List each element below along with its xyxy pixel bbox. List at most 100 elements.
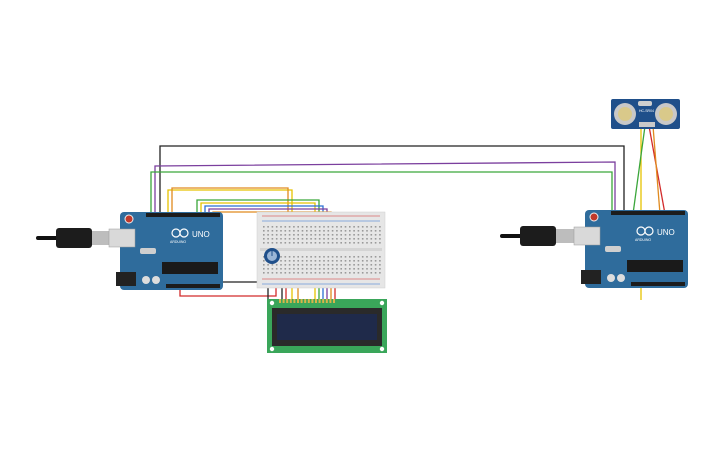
breadboard-hole <box>327 272 330 274</box>
lcd-display[interactable] <box>267 299 387 353</box>
breadboard-hole <box>353 256 355 258</box>
breadboard-hole <box>357 272 360 274</box>
breadboard-hole <box>280 242 282 244</box>
breadboard-hole <box>267 264 269 266</box>
arduino-left[interactable]: UNO ARDUINO <box>108 212 223 290</box>
arduino-right[interactable]: UNO ARDUINO <box>573 210 688 288</box>
breadboard-hole <box>327 260 330 262</box>
breadboard-hole <box>275 234 278 236</box>
wire-orange-sensor[interactable] <box>652 125 661 215</box>
wire-orange-lcd[interactable] <box>171 187 289 232</box>
lcd-mount-hole-tr <box>379 300 385 306</box>
breadboard-hole <box>297 268 299 270</box>
breadboard-hole <box>284 268 287 270</box>
breadboard-hole <box>366 230 368 232</box>
breadboard-hole <box>357 230 360 232</box>
breadboard-hole <box>323 242 325 244</box>
breadboard-hole <box>340 234 342 236</box>
breadboard-hole <box>288 242 291 244</box>
breadboard-hole <box>306 234 308 236</box>
breadboard-hole <box>306 256 308 258</box>
breadboard-hole <box>374 238 377 240</box>
breadboard-hole <box>336 264 338 266</box>
usb-cable-right-cord <box>500 234 522 238</box>
breadboard-hole <box>297 230 299 232</box>
breadboard-hole <box>306 226 308 228</box>
arduino-right-brand-text: ARDUINO <box>635 238 651 242</box>
breadboard-hole <box>361 256 364 258</box>
breadboard-hole <box>340 238 342 240</box>
breadboard-hole <box>263 272 265 274</box>
breadboard-hole <box>349 234 351 236</box>
breadboard-hole <box>374 268 377 270</box>
breadboard-hole <box>284 238 287 240</box>
breadboard-hole <box>361 268 364 270</box>
breadboard-hole <box>306 272 308 274</box>
breadboard-hole <box>353 238 355 240</box>
breadboard-hole <box>323 234 325 236</box>
wire-green-sensor[interactable] <box>632 125 646 215</box>
breadboard-hole <box>349 238 351 240</box>
breadboard[interactable] <box>256 211 386 289</box>
breadboard-hole <box>306 268 308 270</box>
breadboard-hole <box>314 256 317 258</box>
breadboard-hole <box>379 260 381 262</box>
breadboard-hole <box>344 234 347 236</box>
breadboard-hole <box>336 272 338 274</box>
breadboard-hole <box>331 234 334 236</box>
usb-cable-right[interactable] <box>500 226 574 246</box>
breadboard-hole <box>349 226 351 228</box>
breadboard-hole <box>297 256 299 258</box>
wire-black-gnd[interactable] <box>159 145 625 214</box>
breadboard-hole <box>374 256 377 258</box>
breadboard-hole <box>271 230 274 232</box>
lcd-pin <box>293 299 296 303</box>
ultrasonic-transducer-right-inner <box>659 107 673 121</box>
breadboard-hole <box>275 264 278 266</box>
breadboard-hole <box>366 272 368 274</box>
breadboard-hole <box>353 230 355 232</box>
breadboard-hole <box>349 256 351 258</box>
breadboard-hole <box>306 260 308 262</box>
arduino-left-reset-button[interactable] <box>124 214 134 224</box>
breadboard-hole <box>336 242 338 244</box>
breadboard-hole <box>357 238 360 240</box>
breadboard-hole <box>323 264 325 266</box>
breadboard-hole <box>349 260 351 262</box>
breadboard-hole <box>271 268 274 270</box>
breadboard-hole <box>263 238 265 240</box>
usb-cable-left[interactable] <box>36 228 110 248</box>
breadboard-hole <box>293 242 295 244</box>
ultrasonic-transducer-left-inner <box>618 107 632 121</box>
breadboard-hole <box>275 272 278 274</box>
breadboard-hole <box>331 230 334 232</box>
lcd-pin <box>286 299 289 303</box>
ultrasonic-sensor[interactable]: HC-SR04 <box>611 99 680 129</box>
potentiometer[interactable] <box>264 248 280 264</box>
wire-purple[interactable] <box>154 161 616 214</box>
breadboard-hole <box>318 268 321 270</box>
breadboard-hole <box>340 264 342 266</box>
breadboard-hole <box>323 238 325 240</box>
breadboard-hole <box>336 268 338 270</box>
arduino-right-capacitor-2 <box>617 274 625 282</box>
breadboard-center-gap <box>260 248 382 251</box>
breadboard-hole <box>327 226 330 228</box>
breadboard-hole <box>344 264 347 266</box>
breadboard-hole <box>263 226 265 228</box>
breadboard-hole <box>361 260 364 262</box>
lcd-mount-hole-br <box>379 346 385 352</box>
lcd-pin <box>304 299 307 303</box>
breadboard-hole <box>340 272 342 274</box>
wire-green-long[interactable] <box>150 171 613 214</box>
breadboard-hole <box>366 268 368 270</box>
breadboard-hole <box>267 234 269 236</box>
breadboard-hole <box>353 272 355 274</box>
breadboard-hole <box>267 268 269 270</box>
breadboard-hole <box>344 226 347 228</box>
breadboard-hole <box>349 242 351 244</box>
arduino-right-reset-button[interactable] <box>589 212 599 222</box>
breadboard-hole <box>293 226 295 228</box>
breadboard-hole <box>267 230 269 232</box>
breadboard-hole <box>271 226 274 228</box>
